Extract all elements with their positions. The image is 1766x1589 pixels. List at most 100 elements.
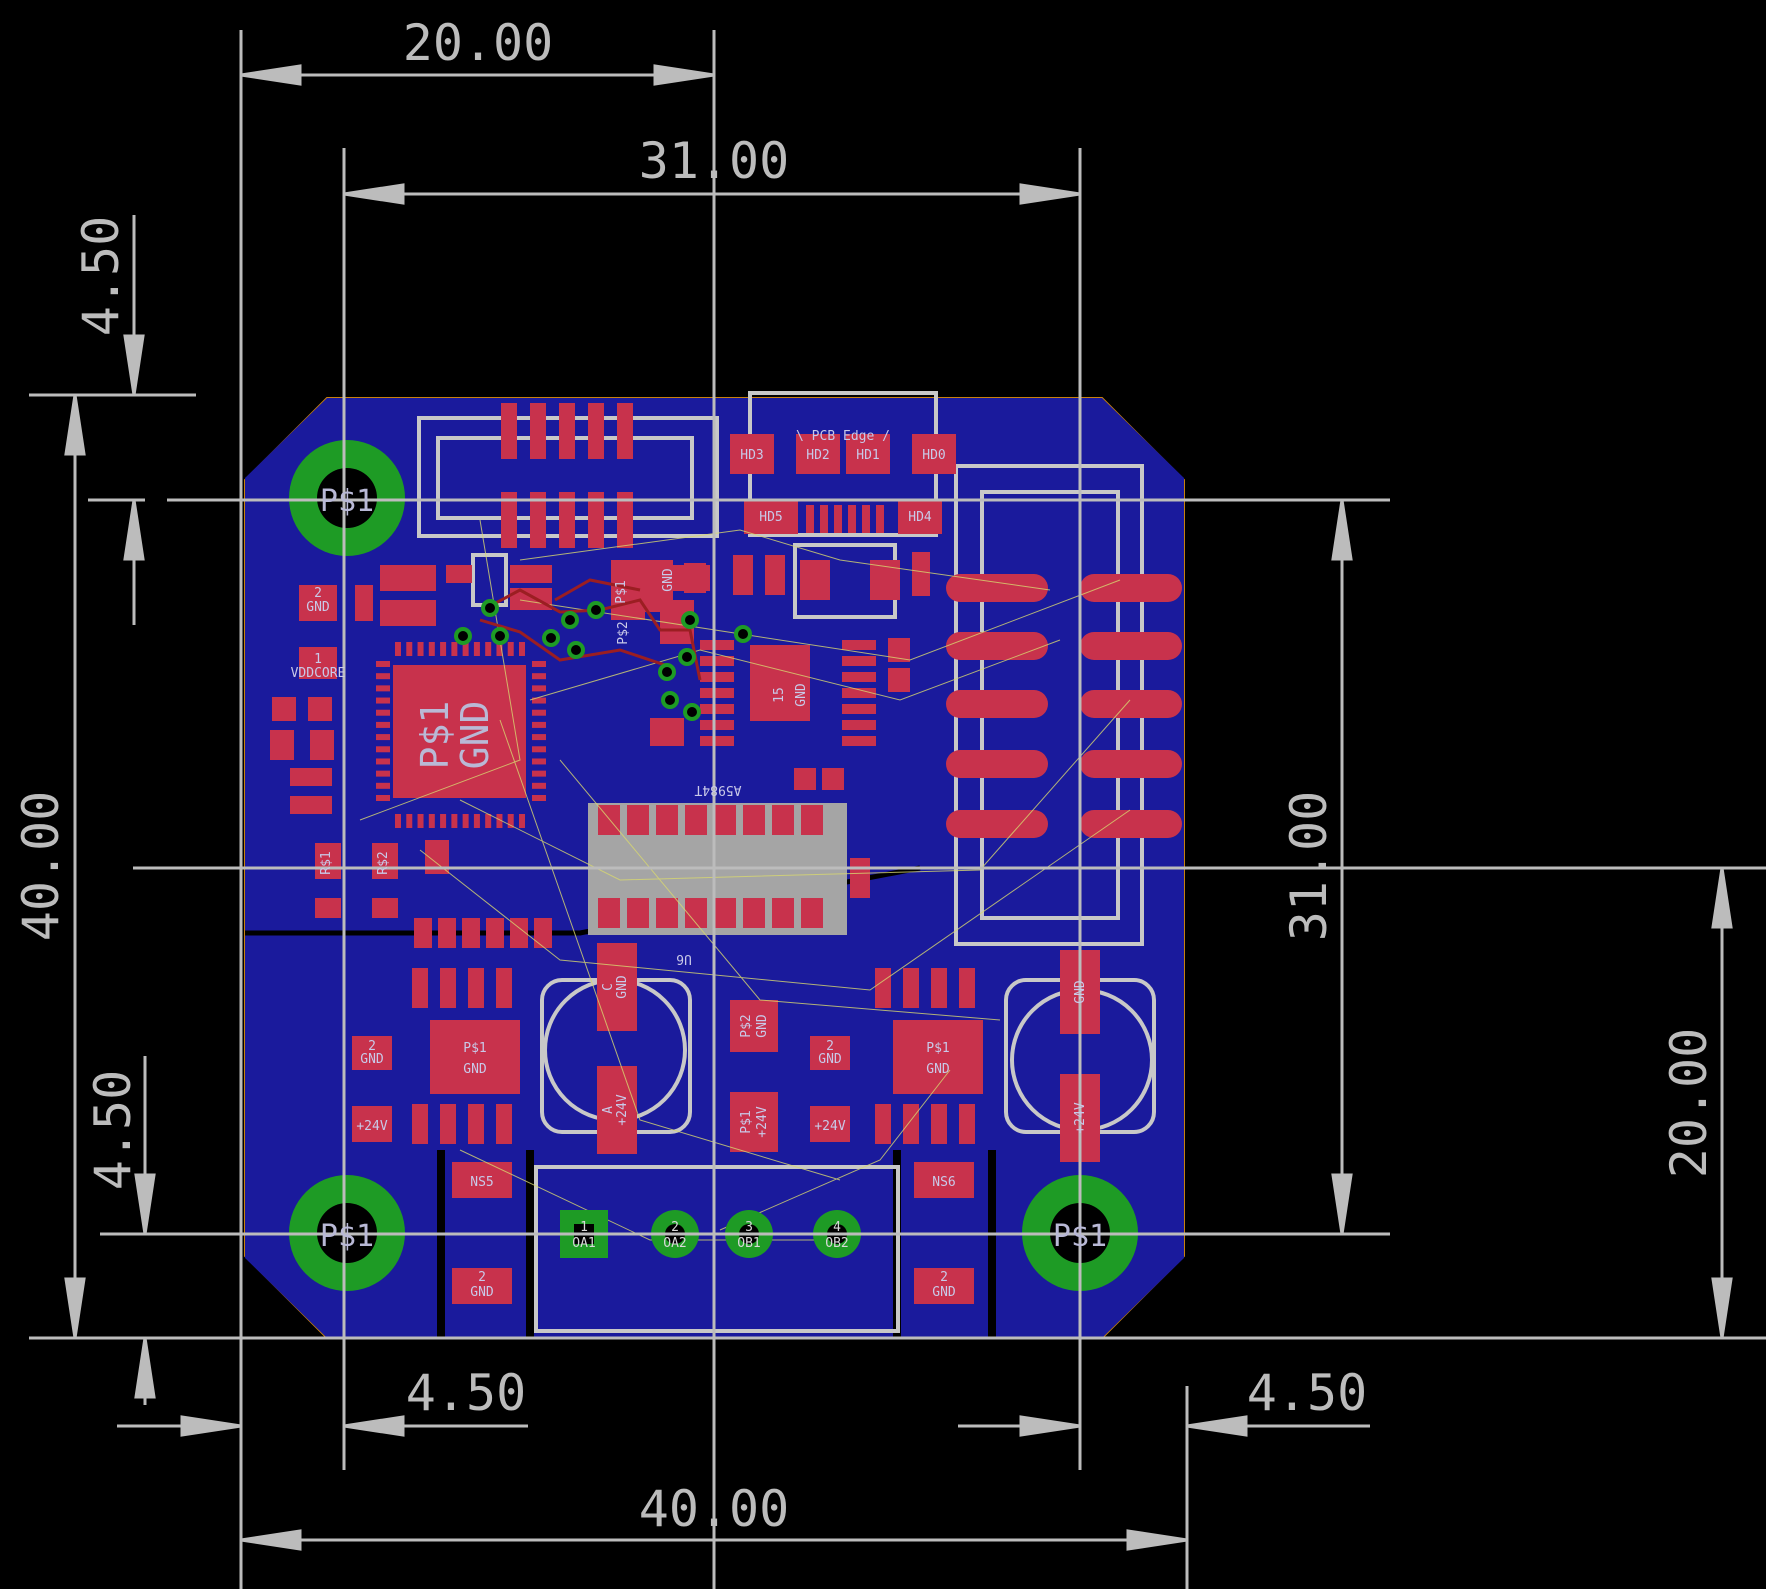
mcu-pin bbox=[376, 770, 390, 777]
dim-right-20: 20.00 bbox=[1660, 1028, 1718, 1179]
small-ps1-label: P$1 bbox=[614, 580, 629, 603]
mcu-pin bbox=[417, 814, 424, 828]
dim-right-31: 31.00 bbox=[1280, 791, 1338, 942]
mcu-pin bbox=[451, 642, 458, 656]
mcu-pin bbox=[376, 661, 390, 667]
switch-left-ps1: P$1 bbox=[463, 1041, 486, 1056]
mcu-pin bbox=[395, 814, 401, 828]
hd0-label: HD0 bbox=[922, 448, 945, 463]
elec-left-c: C bbox=[601, 983, 616, 991]
terminal-pin-3: 3 bbox=[745, 1220, 753, 1235]
terminal-pin-4: 4 bbox=[833, 1220, 841, 1235]
mcu-pin bbox=[496, 814, 503, 828]
mcu-pin bbox=[428, 814, 435, 828]
mcu-pin bbox=[532, 685, 546, 692]
vddcore-label: VDDCORE bbox=[291, 666, 346, 681]
switch-right-ps1: P$1 bbox=[926, 1041, 949, 1056]
mcu-pin bbox=[532, 758, 546, 765]
mcu-pin bbox=[532, 709, 546, 716]
dim-left-4-50-top: 4.50 bbox=[72, 216, 130, 336]
elec-left-gnd: GND bbox=[615, 975, 630, 999]
hd1-label: HD1 bbox=[856, 448, 879, 463]
mcu-pin bbox=[376, 697, 390, 704]
hd2-label: HD2 bbox=[806, 448, 829, 463]
mcu-pin bbox=[406, 814, 413, 828]
elec-right-gnd: GND bbox=[1073, 980, 1088, 1004]
driver-gnd-label: GND bbox=[794, 683, 809, 707]
dimension-labels: 20.00 31.00 40.00 4.50 4.50 40.00 4.50 4… bbox=[12, 14, 1718, 1538]
dim-bottom-40: 40.00 bbox=[639, 1480, 790, 1538]
mcu-pin bbox=[519, 642, 525, 656]
cap-left-pin-1: 1 bbox=[314, 652, 322, 667]
cap-b1-pin-2: 2 bbox=[368, 1039, 376, 1054]
ns5-label: NS5 bbox=[470, 1175, 493, 1190]
driver-pad-number: 15 bbox=[772, 687, 787, 703]
mcu-pin bbox=[473, 642, 480, 656]
resistor-1-label: R$1 bbox=[319, 851, 334, 874]
mcu-pin bbox=[406, 642, 413, 656]
mcu-pin bbox=[376, 709, 390, 716]
mcu-pin bbox=[485, 642, 492, 656]
mcu-pin bbox=[496, 642, 503, 656]
dim-bottom-right-4-50: 4.50 bbox=[1247, 1364, 1367, 1422]
mcu-pin bbox=[376, 685, 390, 692]
mcu-pin bbox=[440, 642, 447, 656]
mcu-pin bbox=[532, 746, 546, 753]
mcu-pin bbox=[417, 642, 424, 656]
board-labels: P$1 P$1 P$1 P$1 GND 15 GND \ PCB Edge / … bbox=[291, 429, 1107, 1300]
cap-b2-pin-2: 2 bbox=[826, 1039, 834, 1054]
ns6-pin-2: 2 bbox=[940, 1270, 948, 1285]
hd5-label: HD5 bbox=[759, 510, 782, 525]
mcu-pin bbox=[532, 795, 546, 801]
center-gnd-label: GND bbox=[755, 1014, 770, 1038]
mcu-pin bbox=[532, 721, 546, 728]
vias bbox=[289, 440, 1138, 1291]
mcu-pin bbox=[507, 814, 514, 828]
terminal-ob2: OB2 bbox=[825, 1236, 848, 1251]
ic-ref-label: U6 bbox=[676, 951, 692, 966]
terminal-oa2: OA2 bbox=[663, 1236, 686, 1251]
small-gnd-label: GND bbox=[661, 568, 676, 592]
mcu-pin bbox=[376, 795, 390, 801]
mcu-pin bbox=[376, 721, 390, 728]
mcu-pad-label: P$1 bbox=[413, 701, 457, 770]
dim-left-40: 40.00 bbox=[12, 791, 70, 942]
terminal-ob1: OB1 bbox=[737, 1236, 760, 1251]
elec-right-24v: +24V bbox=[1073, 1102, 1088, 1133]
mcu-pin bbox=[376, 734, 390, 741]
ns5-gnd: GND bbox=[470, 1285, 494, 1300]
terminal-pin-1: 1 bbox=[580, 1220, 588, 1235]
component-pads bbox=[270, 403, 1182, 1304]
mcu-pin bbox=[532, 770, 546, 777]
mcu-pin bbox=[485, 814, 492, 828]
pcb-edge-label: \ PCB Edge / bbox=[796, 429, 890, 444]
mcu-pins bbox=[376, 642, 546, 828]
mcu-pin bbox=[532, 697, 546, 704]
mcu-pin bbox=[462, 642, 469, 656]
mcu-pin bbox=[507, 642, 514, 656]
mcu-pin bbox=[532, 661, 546, 667]
ns5-pin-2: 2 bbox=[478, 1270, 486, 1285]
terminal-oa1: OA1 bbox=[572, 1236, 595, 1251]
mcu-pin bbox=[376, 746, 390, 753]
center-24v-label: +24V bbox=[755, 1106, 770, 1137]
mcu-pin bbox=[440, 814, 447, 828]
mcu-pin bbox=[376, 673, 390, 680]
elec-left-24v: +24V bbox=[615, 1094, 630, 1125]
mcu-gnd-label: GND bbox=[453, 701, 497, 770]
copper-traces bbox=[479, 578, 702, 681]
hd4-label: HD4 bbox=[908, 510, 932, 525]
mcu-pin bbox=[376, 758, 390, 765]
hd3-label: HD3 bbox=[740, 448, 763, 463]
mcu-pin bbox=[395, 642, 401, 656]
cap-b2-gnd: GND bbox=[818, 1052, 842, 1067]
ic-mirrored-label: A5984T bbox=[694, 782, 741, 797]
small-ps2-label: P$2 bbox=[616, 621, 631, 644]
dimension-lines bbox=[29, 30, 1766, 1589]
mcu-pin bbox=[532, 673, 546, 680]
mcu-pin bbox=[376, 782, 390, 789]
mcu-pin bbox=[473, 814, 480, 828]
cap-left-gnd: GND bbox=[306, 600, 330, 615]
terminal-pin-2: 2 bbox=[671, 1220, 679, 1235]
dim-bottom-left-4-50: 4.50 bbox=[406, 1364, 526, 1422]
